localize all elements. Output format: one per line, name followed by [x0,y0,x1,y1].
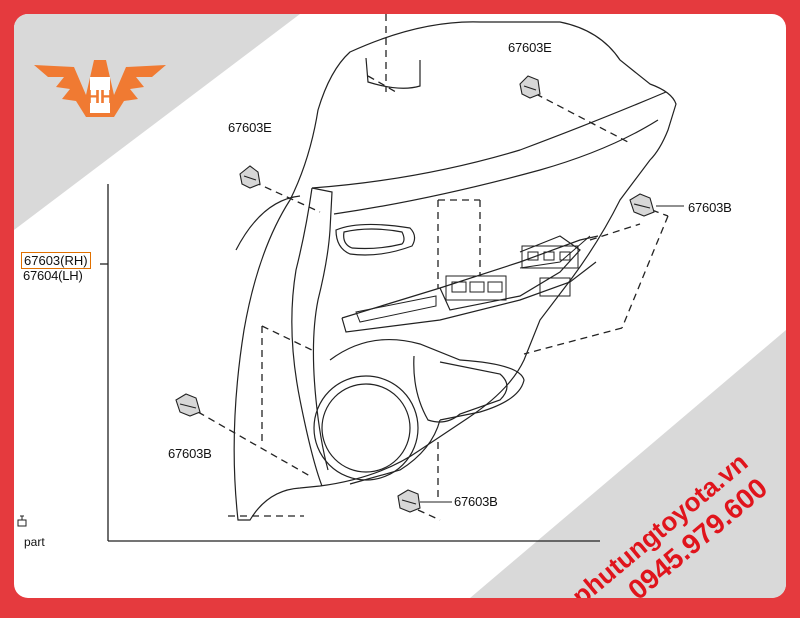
callout-67603e-left: 67603E [228,120,272,135]
callout-67603-rh: 67603(RH) [21,252,91,269]
clip-e-top [519,75,541,99]
callout-67603b-bottom: 67603B [454,494,498,509]
clip-b-bottom [397,489,421,513]
dashed-leaders [197,14,669,521]
clip-b-left [175,393,201,417]
corner-shade-bottom-right [470,330,786,598]
callout-67604-lh: 67604(LH) [23,268,83,283]
clip-fasteners [175,75,655,513]
diagram-panel: HH [14,14,786,598]
callout-67603e-top: 67603E [508,40,552,55]
callout-67603b-right: 67603B [688,200,732,215]
switch-panel [355,235,591,323]
callout-leaders [420,205,684,503]
logo-text: HH [87,87,113,107]
part-legend-icon [17,515,27,527]
brand-logo: HH [34,60,166,117]
corner-shade-top-left [14,14,300,230]
clip-b-right [629,193,655,217]
door-outline [233,21,677,521]
clip-e-left [239,165,261,189]
leader-bracket [100,184,600,542]
part-note: part [24,535,45,549]
door-trim-diagram: HH [14,14,786,598]
callout-67603b-left: 67603B [168,446,212,461]
